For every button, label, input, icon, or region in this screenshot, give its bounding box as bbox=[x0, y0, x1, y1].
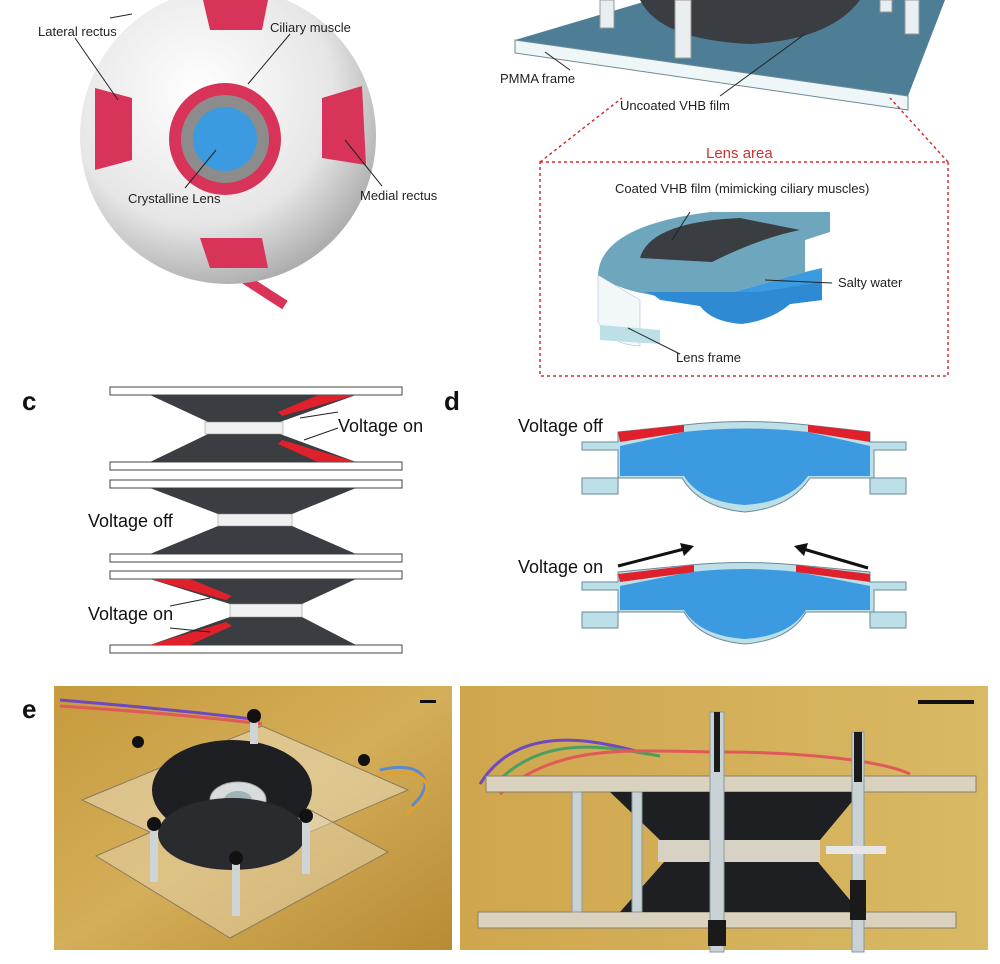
photo-device-perspective bbox=[54, 686, 452, 950]
crystalline-lens bbox=[193, 107, 257, 171]
arrow-right bbox=[617, 546, 689, 568]
panel-d-state-on: Voltage on bbox=[518, 543, 907, 645]
label-lens-frame: Lens frame bbox=[676, 350, 741, 365]
panel-d-letter: d bbox=[444, 386, 460, 416]
pmma-frame-edge bbox=[514, 39, 909, 111]
superior-rectus-muscle bbox=[203, 0, 268, 30]
panel-e-letter: e bbox=[22, 694, 36, 724]
pillar-4 bbox=[879, 0, 893, 13]
label-salty-water: Salty water bbox=[838, 275, 903, 290]
photo2-film-upper bbox=[610, 792, 860, 840]
device-diagram: PMMA frame Uncoated VHB film Lens area C… bbox=[500, 0, 949, 377]
label-lens-area: Lens area bbox=[706, 145, 773, 162]
pillar-3 bbox=[904, 0, 920, 35]
label-c-voltage-off: Voltage off bbox=[88, 511, 174, 531]
panel-c-letter: c bbox=[22, 386, 36, 416]
label-pmma-frame: PMMA frame bbox=[500, 71, 575, 86]
panel-d: d Voltage off Voltage on bbox=[444, 386, 907, 645]
lateral-rectus-muscle bbox=[95, 88, 132, 170]
label-coated-vhb: Coated VHB film (mimicking ciliary muscl… bbox=[615, 181, 869, 196]
label-d-voltage-on: Voltage on bbox=[518, 557, 603, 577]
photo2-film-lower bbox=[620, 862, 860, 912]
label-ciliary-muscle: Ciliary muscle bbox=[270, 20, 351, 35]
salty-water-cut bbox=[645, 282, 822, 324]
scale-bar-1 bbox=[420, 700, 436, 703]
vhb-film-cone bbox=[640, 0, 860, 44]
label-crystalline-lens: Crystalline Lens bbox=[128, 191, 221, 206]
scale-bar-2 bbox=[918, 700, 974, 704]
inferior-rectus-muscle bbox=[200, 238, 268, 268]
label-uncoated-vhb: Uncoated VHB film bbox=[620, 98, 730, 113]
eye-diagram: Lateral rectus Ciliary muscle Crystallin… bbox=[38, 0, 438, 310]
panel-c: c Voltage on Voltage off bbox=[22, 386, 423, 654]
label-c-voltage-on-bottom: Voltage on bbox=[88, 604, 173, 624]
coated-vhb-dark bbox=[640, 218, 800, 262]
panel-e: e bbox=[22, 686, 988, 953]
photo-device-side bbox=[460, 686, 988, 953]
label-c-voltage-on-top: Voltage on bbox=[338, 416, 423, 436]
photo1-bottom-disc bbox=[158, 798, 306, 870]
lens-area-box bbox=[539, 161, 949, 377]
label-d-voltage-off: Voltage off bbox=[518, 416, 604, 436]
photo2-top-plate bbox=[485, 775, 977, 793]
pillar-2 bbox=[674, 0, 692, 59]
medial-rectus-muscle bbox=[322, 86, 366, 165]
label-lateral-rectus: Lateral rectus bbox=[38, 24, 117, 39]
panel-d-state-off: Voltage off bbox=[518, 416, 907, 513]
panel-c-state-middle: Voltage off bbox=[88, 479, 403, 563]
panel-c-state-top: Voltage on bbox=[109, 386, 423, 471]
pmma-frame-top bbox=[515, 0, 945, 96]
pillar-1 bbox=[599, 0, 615, 29]
lens-frame-bottom bbox=[600, 325, 660, 344]
arrow-left bbox=[799, 546, 869, 570]
panel-c-state-bottom: Voltage on bbox=[88, 570, 403, 654]
label-medial-rectus: Medial rectus bbox=[360, 188, 438, 203]
